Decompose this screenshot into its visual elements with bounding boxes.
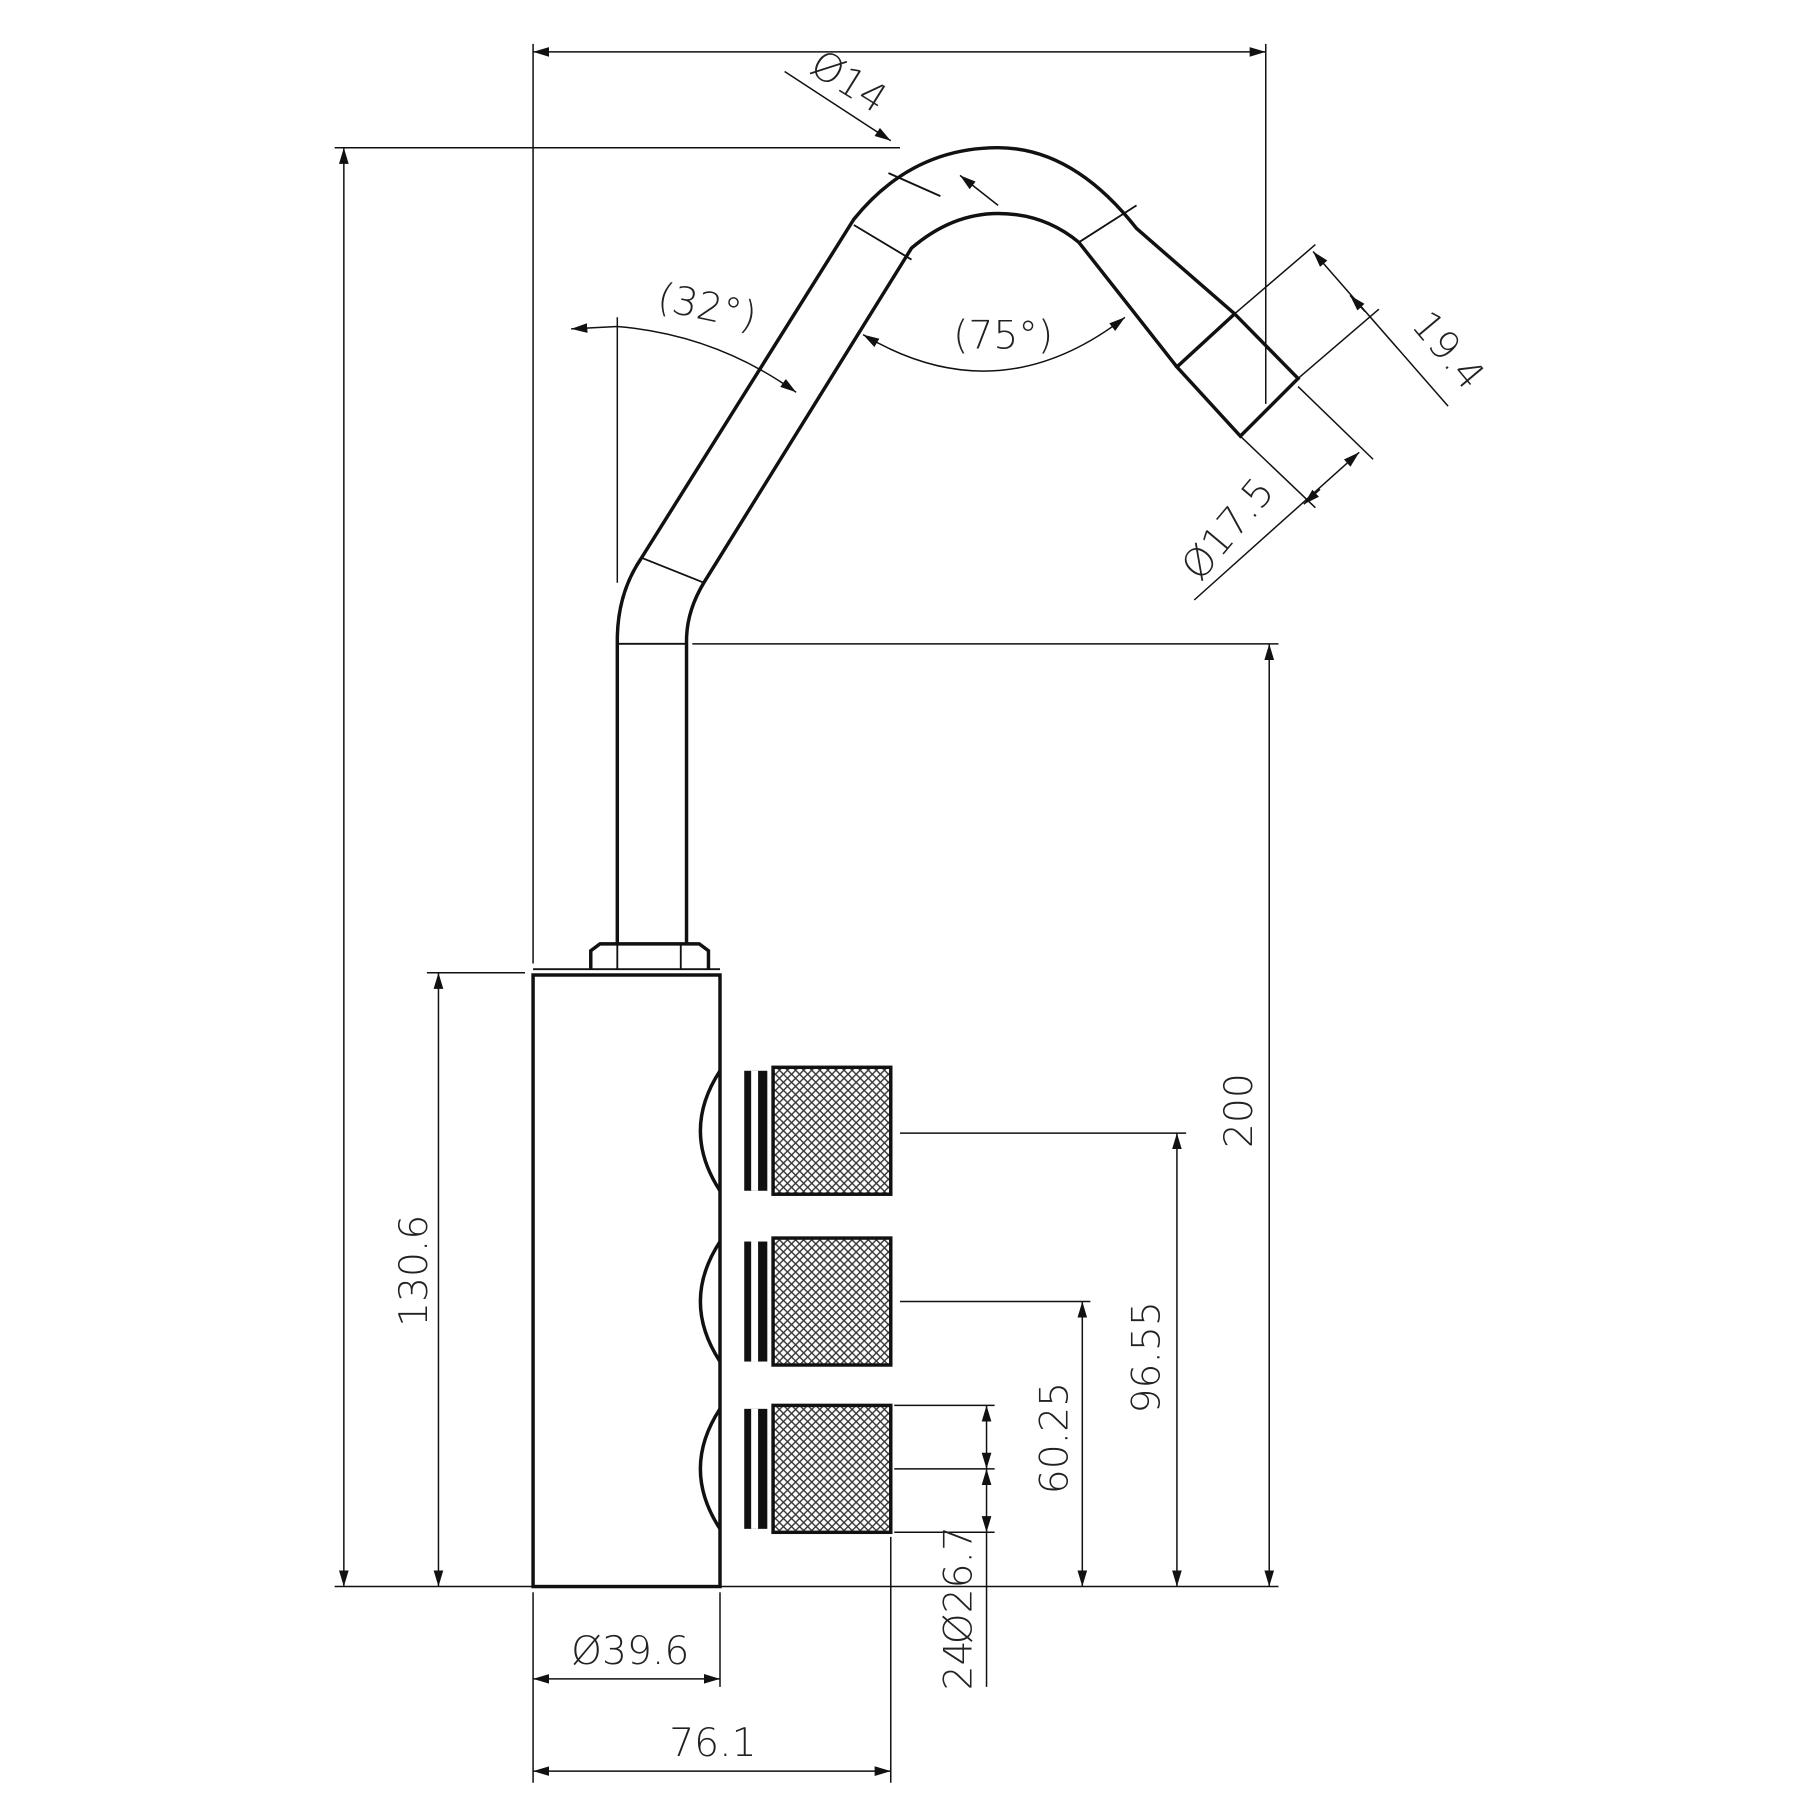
aerator: [1174, 311, 1301, 439]
label-knob-width: 24: [937, 1640, 982, 1690]
faucet-body: [531, 942, 722, 1589]
label-body-height: 130.6: [392, 1215, 437, 1327]
hex-nut: [589, 942, 711, 970]
label-knob-diameter: Ø26.7: [937, 1526, 982, 1644]
label-angle-32: (32°): [653, 275, 760, 340]
label-spout-length: 19.4: [1402, 303, 1493, 399]
knob-3: [698, 1403, 893, 1535]
label-overall-depth: 76.1: [669, 1721, 756, 1766]
label-knob1-height: 96.55: [1125, 1301, 1170, 1413]
label-height-200: 200: [1217, 1073, 1262, 1148]
spout-pipe: [615, 145, 1301, 944]
body-cylinder: [531, 973, 722, 1589]
label-knob2-height: 60.25: [1032, 1382, 1077, 1494]
label-body-diameter: Ø39.6: [571, 1629, 689, 1674]
label-pipe-diameter: Ø14: [802, 42, 894, 123]
dimension-lines: [338, 47, 1449, 1776]
label-angle-75: (75°): [953, 313, 1053, 358]
knob-1: [698, 1065, 893, 1196]
knob-2: [698, 1236, 893, 1367]
label-spout-diameter: Ø17.5: [1173, 470, 1283, 589]
